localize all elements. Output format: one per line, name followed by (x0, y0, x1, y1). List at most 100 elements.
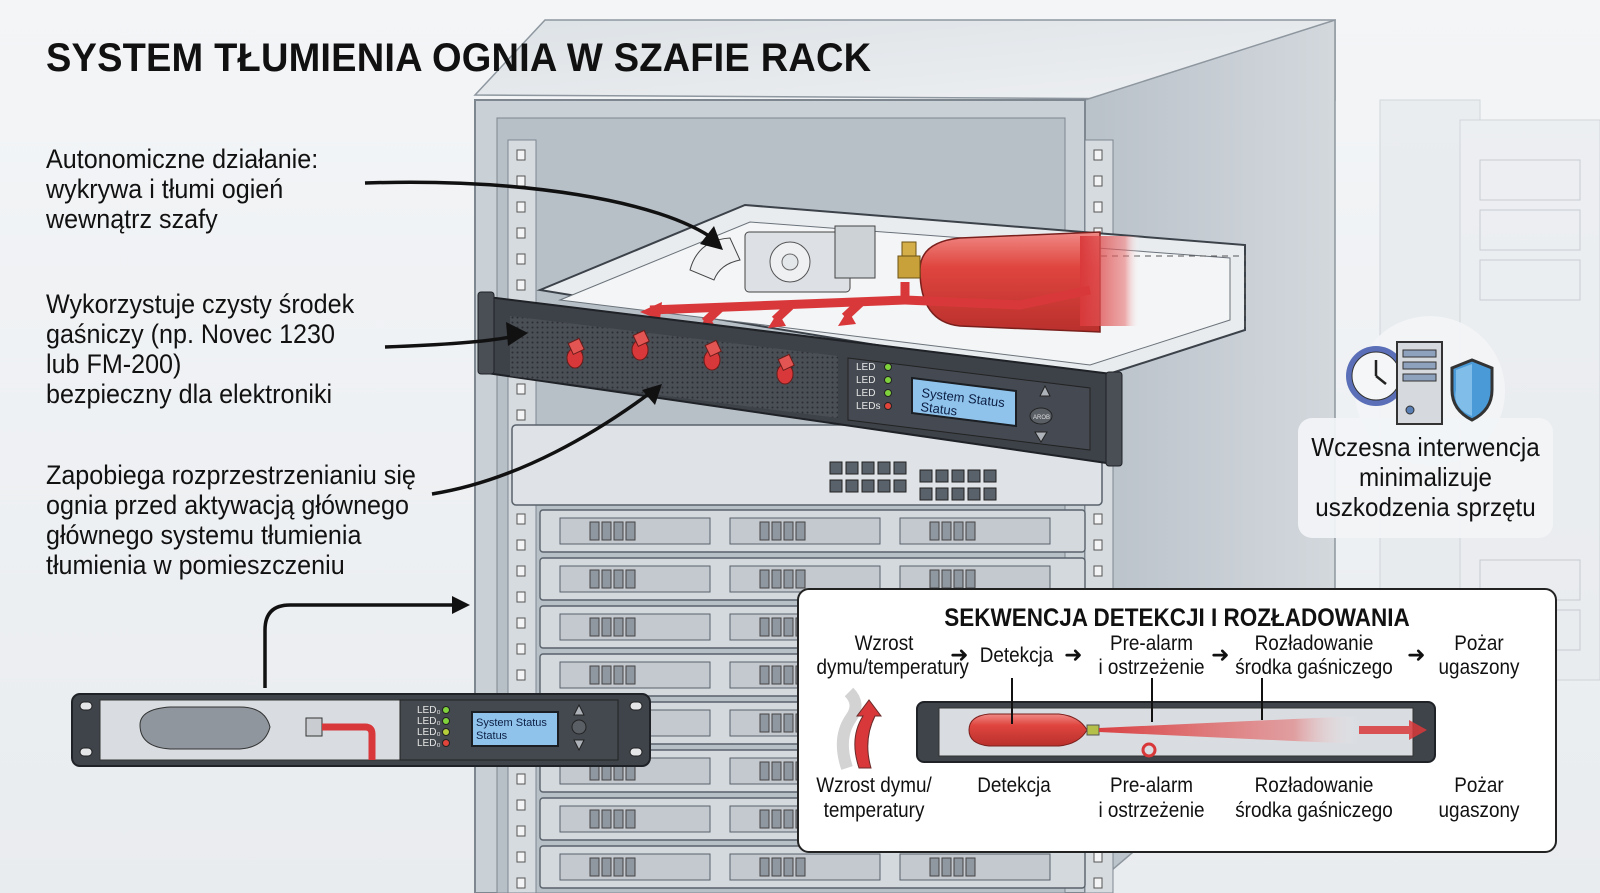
drive-slot (795, 857, 806, 877)
drive-slot (759, 521, 770, 541)
rail-hole (516, 825, 526, 837)
led-label: LED₀ (417, 738, 441, 749)
drive-slot (783, 761, 794, 781)
rail-hole (1093, 851, 1103, 863)
drive-slot (625, 665, 636, 685)
rail-hole (1093, 201, 1103, 213)
led-label: LED (856, 375, 875, 386)
status-led (884, 376, 892, 384)
sequence-leader-lines (1011, 678, 1263, 724)
rail-hole (516, 201, 526, 213)
smoke-rising-icon (836, 687, 882, 770)
network-port (829, 479, 843, 493)
nav-center-button[interactable] (1029, 407, 1053, 425)
drive-slot (589, 617, 600, 637)
drive-slot (759, 761, 770, 781)
sequence-step-5: Pożar ugaszony (1438, 632, 1520, 679)
sequence-arrow-2: ➜ (1064, 642, 1083, 667)
status-led (884, 402, 892, 410)
rail-hole (516, 773, 526, 785)
lcd-line-2: Status (920, 399, 959, 418)
rail-hole (516, 643, 526, 655)
rail-hole (516, 513, 526, 525)
drive-slot (953, 521, 964, 541)
led-label: LED (856, 388, 875, 399)
rail-hole (516, 617, 526, 629)
rail-hole (516, 591, 526, 603)
network-switch (511, 424, 1103, 506)
drive-slot (771, 569, 782, 589)
early-intervention-box (1298, 418, 1553, 538)
rail-hole (516, 149, 526, 161)
rail-hole (516, 851, 526, 863)
network-port (861, 461, 875, 475)
sequence-panel: SEKWENCJA DETEKCJI I ROZŁADOWANIA Wzrost… (797, 588, 1557, 853)
network-port (845, 461, 859, 475)
drive-slot (613, 617, 624, 637)
sequence-arrow-3: ➜ (1211, 642, 1230, 667)
page-title: SYSTEM TŁUMIENIA OGNIA W SZAFIE RACK (46, 36, 872, 80)
status-led (442, 717, 450, 725)
drive-slot (625, 617, 636, 637)
drive-slot (613, 665, 624, 685)
rail-hole (516, 383, 526, 395)
drive-slot (759, 665, 770, 685)
network-port (951, 469, 965, 483)
sequence-bottom-label-1: Wzrost dymu/ temperatury (816, 774, 932, 822)
drive-slot (625, 857, 636, 877)
drive-slot (759, 857, 770, 877)
nav-up-button[interactable] (1039, 384, 1051, 397)
drive-slot (953, 857, 964, 877)
drive-slot (783, 713, 794, 733)
network-port (893, 479, 907, 493)
drive-slot (759, 809, 770, 829)
drive-slot (601, 665, 612, 685)
drive-slot (771, 761, 782, 781)
network-port (935, 487, 949, 501)
network-port (861, 479, 875, 493)
drive-slot (613, 521, 624, 541)
arrowheads (452, 226, 723, 614)
valve (897, 255, 921, 279)
drive-slot (929, 569, 940, 589)
sequence-step-3: Pre-alarm i ostrzeżenie (1098, 632, 1205, 679)
side-nav-center-button[interactable] (571, 719, 587, 735)
drive-slot (601, 521, 612, 541)
drive-slot (601, 569, 612, 589)
drive-slot (613, 809, 624, 829)
network-port (919, 487, 933, 501)
rail-hole (516, 409, 526, 421)
rail-hole (1093, 175, 1103, 187)
sequence-bottom-label-5: Pożar ugaszony (1438, 774, 1520, 822)
rail-hole (1093, 513, 1103, 525)
side-nav-up-button[interactable] (573, 703, 585, 716)
rail-hole (516, 877, 526, 889)
network-port (845, 479, 859, 493)
drive-slot (601, 857, 612, 877)
lcd-display (911, 376, 1017, 428)
drive-slot (625, 569, 636, 589)
drive-slot (941, 569, 952, 589)
nav-down-button[interactable] (1034, 431, 1048, 443)
early-intervention-icons (1346, 341, 1494, 425)
rail-hole (516, 539, 526, 551)
sequence-step-2: Detekcja (979, 644, 1054, 667)
sequence-step-4: Rozładowanie środka gaśniczego (1235, 632, 1393, 679)
led-label: LED₀ (417, 705, 441, 716)
rail-hole (516, 565, 526, 577)
callout-autonomous: Autonomiczne działanie: wykrywa i tłumi … (46, 144, 319, 234)
drive-slot (929, 521, 940, 541)
drive-slot (589, 857, 600, 877)
network-port (919, 469, 933, 483)
sequence-arrow-4: ➜ (1407, 642, 1426, 667)
side-nav-down-button[interactable] (573, 739, 585, 752)
sequence-unit-illustration (916, 701, 1436, 763)
drive-slot (929, 857, 940, 877)
side-lcd-line-2: Status (476, 730, 508, 742)
sequence-bottom-label-2: Detekcja (977, 774, 1051, 797)
drive-slot (965, 521, 976, 541)
sequence-bottom-label-4: Rozładowanie środka gaśniczego (1235, 774, 1393, 822)
drive-slot (783, 617, 794, 637)
